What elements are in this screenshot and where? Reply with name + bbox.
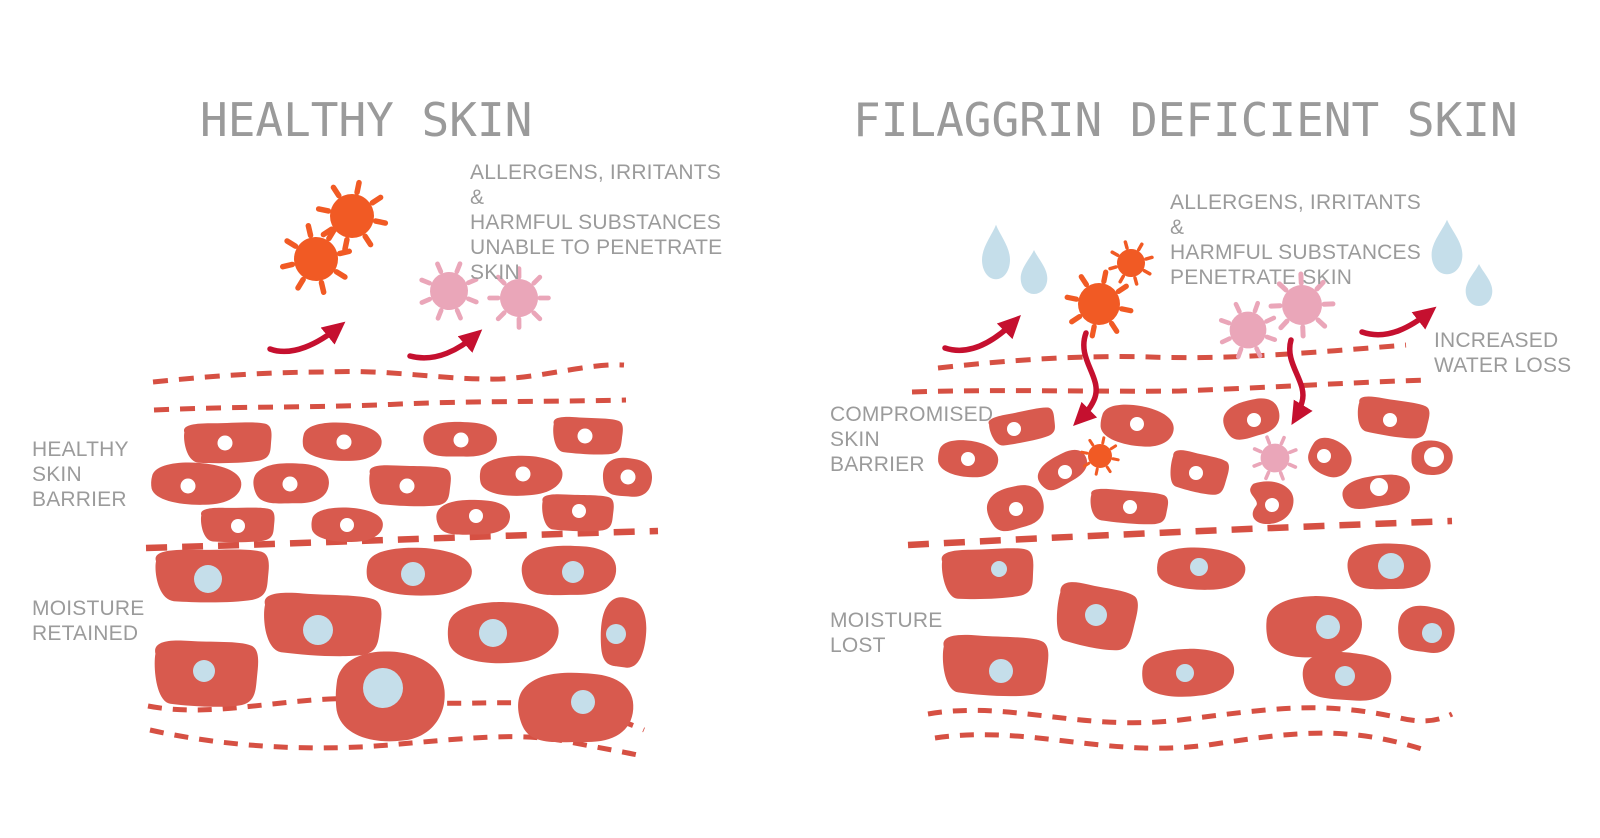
cell-nucleus bbox=[303, 615, 333, 645]
cell-nucleus bbox=[1383, 413, 1397, 427]
moisture-lost-label: MOISTURE LOST bbox=[830, 609, 943, 657]
base-dashed-line bbox=[934, 730, 1426, 753]
cell-nucleus bbox=[479, 619, 507, 647]
cell-nucleus bbox=[231, 519, 245, 533]
cell-nucleus bbox=[1247, 413, 1261, 427]
moisture-lost-cell-layer bbox=[941, 541, 1457, 703]
skin-cell bbox=[987, 404, 1059, 449]
cell-nucleus bbox=[1058, 465, 1072, 479]
penetration-arrow bbox=[1286, 337, 1313, 426]
healthy-barrier-cell-layer bbox=[150, 416, 653, 543]
barrier-boundary-dashed-line bbox=[145, 527, 659, 552]
skin-cell bbox=[150, 461, 243, 507]
cell-nucleus bbox=[336, 434, 352, 450]
left-allergen-note: ALLERGENS, IRRITANTS & HARMFUL SUBSTANCE… bbox=[470, 161, 723, 284]
skin-surface-lines bbox=[152, 362, 627, 413]
cell-nucleus bbox=[991, 561, 1007, 577]
deflect-arrow bbox=[267, 321, 346, 355]
base-dashed-line bbox=[927, 705, 1454, 726]
cell-nucleus bbox=[401, 562, 425, 586]
cell-nucleus bbox=[453, 432, 469, 448]
skin-base-lines bbox=[147, 696, 645, 759]
cell-nucleus bbox=[194, 565, 222, 593]
cell-nucleus bbox=[1123, 500, 1137, 514]
moisture-retained-cell-layer bbox=[153, 543, 649, 745]
healthy-skin-title: HEALTHY SKIN bbox=[200, 93, 533, 147]
water-loss-arrow bbox=[942, 315, 1021, 354]
cell-nucleus bbox=[340, 518, 354, 532]
surface-dashed-line bbox=[152, 362, 625, 385]
allergen-orange-icon bbox=[1080, 436, 1120, 476]
cell-nucleus bbox=[562, 561, 584, 583]
barrier-boundary-dashed-line bbox=[907, 517, 1453, 549]
right-allergen-note: ALLERGENS, IRRITANTS & HARMFUL SUBSTANCE… bbox=[1170, 191, 1421, 289]
penetration-arrows bbox=[1073, 330, 1313, 426]
cell-nucleus bbox=[282, 476, 298, 492]
cell-nucleus bbox=[1176, 664, 1194, 682]
cell-nucleus bbox=[1009, 502, 1023, 516]
water-droplet-icon bbox=[1431, 219, 1463, 275]
cell-nucleus bbox=[399, 478, 415, 494]
cell-nucleus bbox=[1370, 478, 1388, 496]
water-droplet-icon bbox=[982, 224, 1010, 280]
cell-nucleus bbox=[1316, 615, 1340, 639]
filaggrin-deficient-title: FILAGGRIN DEFICIENT SKIN bbox=[853, 93, 1518, 147]
cell-nucleus bbox=[1130, 417, 1144, 431]
cell-nucleus bbox=[1189, 466, 1203, 480]
surface-dashed-line bbox=[937, 342, 1407, 371]
cell-nucleus bbox=[989, 659, 1013, 683]
cell-nucleus bbox=[1265, 498, 1279, 512]
water-loss-arrows bbox=[942, 306, 1437, 354]
base-dashed-line bbox=[149, 727, 643, 759]
allergen-orange-icon bbox=[1102, 234, 1160, 292]
cell-nucleus bbox=[1190, 558, 1208, 576]
cell-nucleus bbox=[469, 509, 483, 523]
cell-nucleus bbox=[1007, 422, 1021, 436]
compromised-barrier-cell-layer bbox=[936, 392, 1453, 537]
deflect-arrow bbox=[407, 329, 483, 361]
allergen-pink-icon bbox=[1247, 430, 1303, 486]
cell-nucleus bbox=[1422, 623, 1442, 643]
cell-nucleus bbox=[961, 452, 975, 466]
cell-nucleus bbox=[620, 469, 636, 485]
water-droplet-icon bbox=[1465, 264, 1493, 306]
cell-nucleus bbox=[1335, 666, 1355, 686]
cell-nucleus bbox=[217, 435, 233, 451]
water-loss-arrow bbox=[1359, 306, 1437, 338]
skin-base-lines bbox=[927, 705, 1454, 753]
cell-nucleus bbox=[1085, 604, 1107, 626]
water-droplet-icon bbox=[1020, 249, 1048, 295]
penetration-arrow bbox=[1073, 330, 1099, 426]
cell-nucleus bbox=[577, 428, 593, 444]
cell-nucleus bbox=[571, 690, 595, 714]
increased-water-loss-label: INCREASED WATER LOSS bbox=[1434, 329, 1572, 377]
surface-dashed-line bbox=[153, 397, 627, 413]
cell-nucleus bbox=[193, 660, 215, 682]
skin-surface-lines bbox=[911, 342, 1429, 395]
compromised-skin-barrier-label: COMPROMISED SKIN BARRIER bbox=[830, 403, 994, 476]
cell-nucleus bbox=[1424, 447, 1444, 467]
healthy-skin-panel-art bbox=[145, 183, 659, 759]
cell-nucleus bbox=[1378, 553, 1404, 579]
cell-nucleus bbox=[515, 466, 531, 482]
cell-nucleus bbox=[606, 624, 626, 644]
moisture-retained-label: MOISTURE RETAINED bbox=[32, 597, 145, 645]
filaggrin-deficient-panel-art bbox=[907, 219, 1493, 753]
cell-nucleus bbox=[1317, 449, 1331, 463]
cell-nucleus bbox=[363, 668, 403, 708]
healthy-skin-barrier-label: HEALTHY SKIN BARRIER bbox=[32, 438, 129, 511]
skin-cell bbox=[1264, 592, 1365, 661]
cell-nucleus bbox=[572, 504, 586, 518]
deflect-arrows bbox=[267, 321, 483, 361]
cell-nucleus bbox=[180, 478, 196, 494]
surface-dashed-line bbox=[911, 377, 1429, 395]
skin-cell bbox=[941, 546, 1036, 602]
